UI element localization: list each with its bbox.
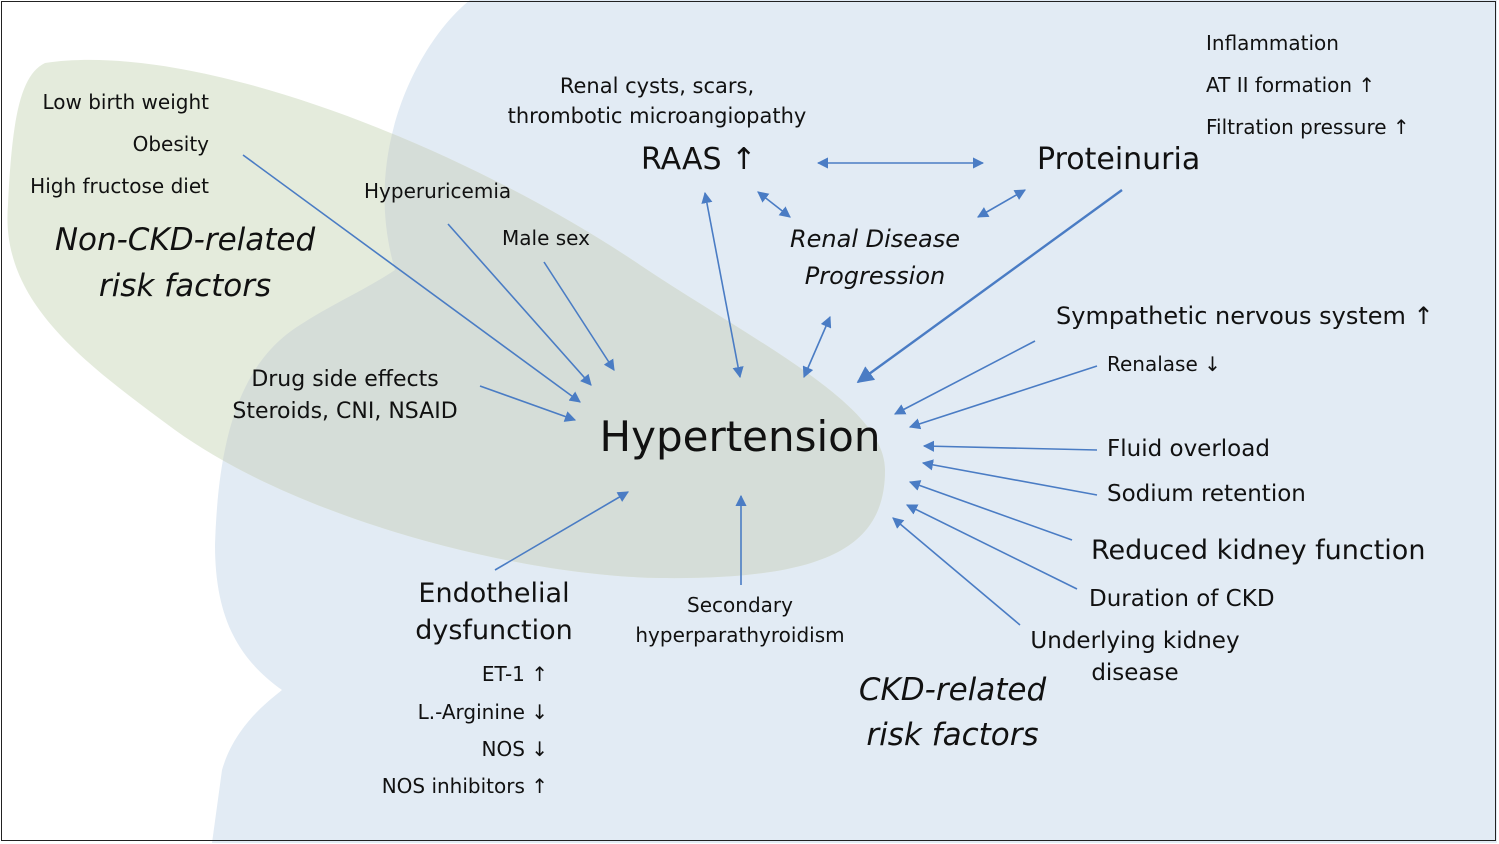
underlying-kidney-disease-line1: Underlying kidney <box>1030 628 1240 654</box>
arrow-obesity <box>242 154 581 403</box>
arrow-progression-proteinuria <box>977 189 1026 218</box>
nos-label: NOS ↓ <box>481 737 548 761</box>
arrow-fluid-overload <box>922 440 1098 452</box>
hyperparathyroidism-label: hyperparathyroidism <box>635 623 845 647</box>
ckd-title-line1: CKD-related <box>858 672 1047 708</box>
thrombotic-microangiopathy-label: thrombotic microangiopathy <box>507 104 807 128</box>
arrow-hyperuricemia <box>447 223 592 386</box>
inflammation-label: Inflammation <box>1206 31 1339 55</box>
drug-side-effects-label: Drug side effects <box>251 367 439 392</box>
secondary-label: Secondary <box>687 593 793 617</box>
renal-disease-progression-line2: Progression <box>804 262 946 290</box>
renalase-label: Renalase ↓ <box>1107 352 1221 376</box>
arrow-drug-effects <box>479 385 577 422</box>
proteinuria-label: Proteinuria <box>1037 142 1201 177</box>
ckd-title-line2: risk factors <box>866 717 1039 753</box>
duration-of-ckd-label: Duration of CKD <box>1089 586 1275 612</box>
arrow-duration <box>905 504 1078 590</box>
underlying-kidney-disease-line2: disease <box>1091 660 1179 686</box>
arrow-raas-hypertension <box>701 191 744 379</box>
low-birth-weight-label: Low birth weight <box>42 90 209 114</box>
arrow-renalase <box>908 365 1098 430</box>
fluid-overload-label: Fluid overload <box>1107 436 1270 462</box>
reduced-kidney-function-label: Reduced kidney function <box>1091 535 1426 566</box>
arrow-hypertension-progression <box>802 315 832 379</box>
endothelial-label: Endothelial <box>418 578 570 609</box>
sodium-retention-label: Sodium retention <box>1107 481 1306 507</box>
arrow-endothelial <box>494 491 629 571</box>
male-sex-label: Male sex <box>502 226 590 250</box>
hyperuricemia-label: Hyperuricemia <box>364 179 512 203</box>
non-ckd-title-line1: Non-CKD-related <box>54 222 316 258</box>
non-ckd-title-line2: risk factors <box>98 268 272 304</box>
hypertension-title: Hypertension <box>599 412 881 461</box>
arrow-proteinuria-hypertension <box>856 189 1123 383</box>
raas-label: RAAS ↑ <box>641 142 757 177</box>
arrow-sympathetic <box>894 340 1036 415</box>
drug-list-label: Steroids, CNI, NSAID <box>232 399 458 424</box>
arrow-male-sex <box>543 261 615 371</box>
arrow-sodium <box>921 459 1098 496</box>
l-arginine-label: L.-Arginine ↓ <box>417 700 548 724</box>
arrow-reduced-kidney <box>908 480 1073 541</box>
filtration-pressure-label: Filtration pressure ↑ <box>1206 115 1410 139</box>
arrow-underlying <box>892 517 1021 626</box>
dysfunction-label: dysfunction <box>415 615 573 646</box>
arrow-raas-progression <box>757 191 791 218</box>
renal-cysts-label: Renal cysts, scars, <box>559 74 755 98</box>
high-fructose-diet-label: High fructose diet <box>30 174 209 198</box>
nos-inhibitors-label: NOS inhibitors ↑ <box>381 774 548 798</box>
et1-label: ET-1 ↑ <box>481 662 548 686</box>
obesity-label: Obesity <box>132 132 209 156</box>
sympathetic-nervous-system-label: Sympathetic nervous system ↑ <box>1056 302 1434 330</box>
at2-formation-label: AT II formation ↑ <box>1206 73 1376 97</box>
renal-disease-progression-line1: Renal Disease <box>789 225 961 253</box>
